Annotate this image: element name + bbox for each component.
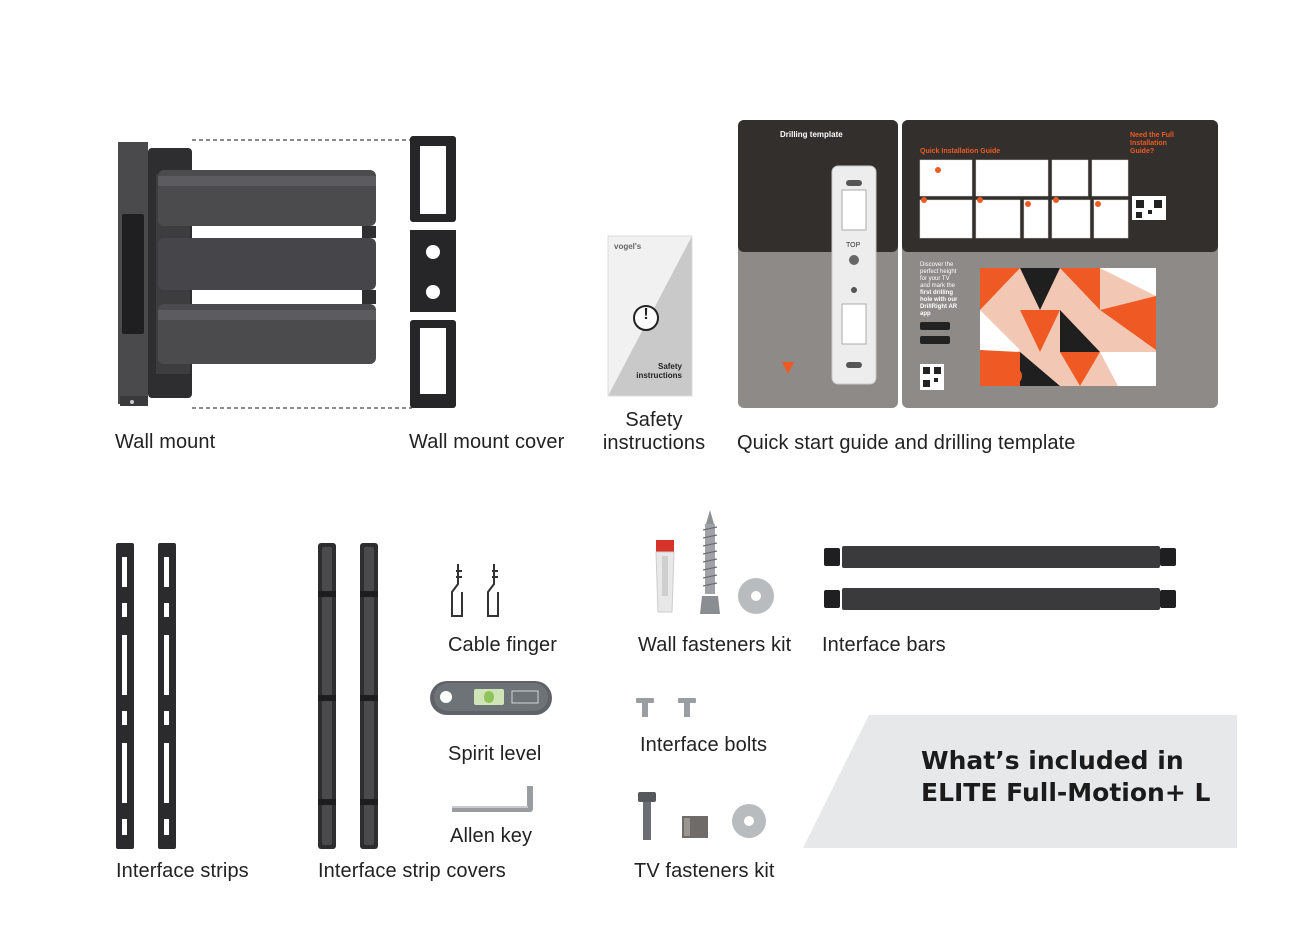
allen-key-image [452, 786, 533, 812]
interface-bolts-image [636, 698, 696, 717]
safety-label-line2: instructions [602, 432, 706, 454]
interface-strip-covers-image [318, 543, 378, 849]
booklet-brand: vogel's [614, 242, 642, 251]
interface-strips-image [116, 543, 176, 849]
interface-strips-label: Interface strips [116, 860, 249, 882]
whats-included-banner: What’s included in ELITE Full-Motion+ L [803, 715, 1237, 848]
interface-bars-label: Interface bars [822, 634, 946, 656]
banner-line1: What’s included in [921, 746, 1184, 775]
wall-mount-cover-image [410, 136, 456, 408]
interface-bolts-label: Interface bolts [640, 734, 768, 756]
booklet-title-line1: Safety [657, 362, 682, 371]
cable-finger-image [451, 564, 499, 617]
wall-fasteners-label: Wall fasteners kit [638, 634, 792, 656]
quick-start-guide-image: Drilling template Quick Installation Gui… [738, 120, 1218, 408]
banner-line2: ELITE Full-Motion+ L [921, 778, 1211, 807]
safety-instructions-label: Safety instructions [598, 409, 710, 455]
tv-fasteners-label: TV fasteners kit [634, 860, 775, 882]
wall-mount-label: Wall mount [115, 431, 216, 453]
drillright-app-text: Discover the perfect height for your TV … [920, 262, 958, 317]
wall-mount-cover-label: Wall mount cover [409, 431, 565, 453]
interface-bars-image [824, 546, 1176, 610]
interface-strip-covers-label: Interface strip covers [318, 860, 506, 882]
wall-fasteners-image [655, 510, 774, 614]
cable-finger-label: Cable finger [448, 634, 558, 656]
spirit-level-image [430, 681, 552, 715]
need-full-guide-heading: Need the Full Installation Guide? [1130, 132, 1174, 155]
safety-booklet-image: vogel's ! Safety instructions [607, 235, 693, 397]
safety-label-line1: Safety [625, 409, 683, 431]
drilling-template-heading: Drilling template [780, 130, 843, 139]
template-top-label: TOP [846, 242, 861, 249]
quick-start-guide-label: Quick start guide and drilling template [737, 432, 1076, 454]
booklet-title-line2: instructions [636, 371, 682, 380]
wall-mount-image [118, 139, 412, 409]
banner-heading: What’s included in ELITE Full-Motion+ L [921, 745, 1210, 809]
tv-fasteners-image [638, 792, 766, 840]
spirit-level-label: Spirit level [448, 743, 542, 765]
warning-icon: ! [643, 306, 649, 323]
quick-installation-heading: Quick Installation Guide [920, 148, 1001, 155]
allen-key-label: Allen key [450, 825, 533, 847]
